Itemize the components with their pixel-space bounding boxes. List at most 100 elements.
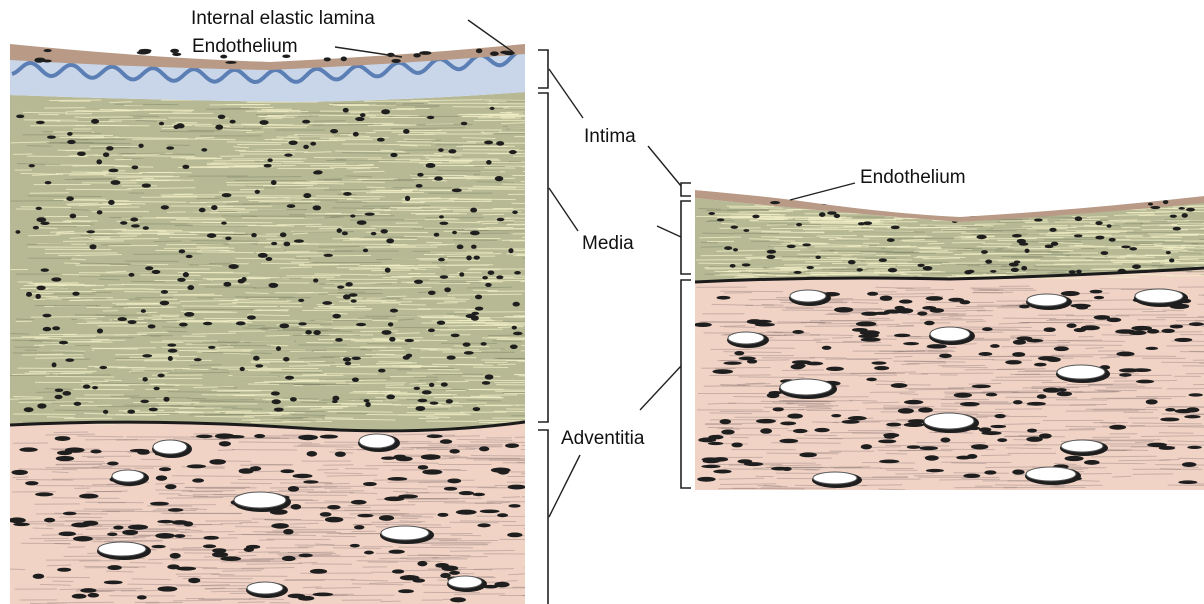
fiber-streak bbox=[1141, 208, 1195, 209]
cell-nucleus bbox=[802, 243, 811, 246]
cell-nucleus bbox=[283, 529, 293, 535]
cell-nucleus bbox=[485, 283, 492, 287]
cell-nucleus bbox=[154, 387, 160, 390]
cell-nucleus bbox=[29, 164, 35, 167]
cell-nucleus bbox=[388, 322, 393, 326]
cell-nucleus bbox=[354, 525, 364, 529]
cell-nucleus bbox=[972, 384, 991, 388]
cell-nucleus bbox=[239, 468, 254, 474]
cell-nucleus bbox=[512, 211, 518, 215]
fiber-streak bbox=[767, 225, 787, 226]
vessel-lumen bbox=[1135, 289, 1183, 303]
cell-nucleus bbox=[379, 515, 394, 521]
cell-nucleus bbox=[330, 129, 338, 133]
fiber-streak bbox=[426, 242, 442, 243]
fiber-streak bbox=[197, 198, 221, 199]
fiber-streak bbox=[489, 460, 543, 461]
cell-nucleus bbox=[484, 141, 493, 145]
cell-nucleus bbox=[1187, 446, 1202, 449]
cell-nucleus bbox=[490, 51, 499, 56]
cell-nucleus bbox=[971, 444, 988, 449]
cell-nucleus bbox=[1021, 266, 1027, 271]
cell-nucleus bbox=[831, 414, 841, 417]
cell-nucleus bbox=[208, 346, 215, 349]
cell-nucleus bbox=[131, 224, 140, 227]
cell-nucleus bbox=[1011, 268, 1019, 272]
cell-nucleus bbox=[964, 270, 972, 274]
fiber-streak bbox=[985, 467, 1035, 468]
cell-nucleus bbox=[985, 260, 992, 264]
fiber-streak bbox=[197, 247, 229, 248]
fiber-streak bbox=[10, 569, 25, 570]
cell-nucleus bbox=[130, 218, 138, 222]
fiber-streak bbox=[482, 214, 504, 215]
cell-nucleus bbox=[160, 301, 170, 306]
cell-nucleus bbox=[513, 332, 523, 336]
cell-nucleus bbox=[97, 210, 103, 214]
fiber-streak bbox=[487, 501, 529, 502]
cell-nucleus bbox=[241, 277, 246, 282]
cell-nucleus bbox=[495, 176, 503, 181]
fiber-streak bbox=[701, 247, 723, 248]
cell-nucleus bbox=[254, 434, 265, 438]
fiber-streak bbox=[322, 536, 356, 537]
cell-nucleus bbox=[170, 553, 181, 559]
fiber-streak bbox=[189, 414, 245, 415]
fiber-streak bbox=[1111, 260, 1168, 261]
cell-nucleus bbox=[1178, 480, 1197, 484]
fiber-streak bbox=[305, 413, 368, 414]
fiber-streak bbox=[832, 338, 852, 339]
cell-nucleus bbox=[456, 510, 477, 515]
fiber-streak bbox=[217, 391, 261, 392]
media-label: Media bbox=[582, 233, 634, 254]
left-media-bracket bbox=[538, 93, 548, 422]
cell-nucleus bbox=[1159, 446, 1176, 450]
cell-nucleus bbox=[986, 393, 998, 397]
cell-nucleus bbox=[1064, 456, 1083, 461]
fiber-streak bbox=[439, 436, 480, 437]
cell-nucleus bbox=[283, 357, 289, 362]
fiber-streak bbox=[186, 211, 237, 212]
cell-nucleus bbox=[353, 132, 359, 137]
cell-nucleus bbox=[96, 159, 102, 164]
cell-nucleus bbox=[1109, 425, 1126, 430]
cell-nucleus bbox=[187, 285, 194, 290]
fiber-streak bbox=[160, 131, 214, 132]
cell-nucleus bbox=[730, 264, 736, 268]
cell-nucleus bbox=[271, 242, 277, 245]
cell-nucleus bbox=[848, 260, 856, 264]
cell-nucleus bbox=[1146, 399, 1158, 404]
cell-nucleus bbox=[279, 323, 289, 328]
fiber-streak bbox=[1165, 241, 1204, 242]
cell-nucleus bbox=[701, 465, 720, 468]
fiber-streak bbox=[371, 270, 410, 271]
cell-nucleus bbox=[1129, 247, 1137, 250]
fiber-streak bbox=[470, 442, 526, 443]
cell-nucleus bbox=[225, 435, 244, 438]
cell-nucleus bbox=[982, 327, 993, 331]
cell-nucleus bbox=[997, 438, 1007, 442]
fiber-streak bbox=[42, 296, 58, 297]
fiber-streak bbox=[486, 108, 503, 109]
cell-nucleus bbox=[350, 214, 355, 217]
cell-nucleus bbox=[939, 354, 952, 358]
cell-nucleus bbox=[303, 480, 318, 483]
cell-nucleus bbox=[106, 146, 113, 151]
cell-nucleus bbox=[155, 533, 175, 539]
cell-nucleus bbox=[826, 199, 834, 202]
cell-nucleus bbox=[822, 346, 832, 350]
cell-nucleus bbox=[1027, 429, 1037, 433]
fiber-streak bbox=[909, 206, 939, 207]
fiber-streak bbox=[326, 595, 394, 596]
fiber-streak bbox=[460, 521, 516, 522]
cell-nucleus bbox=[324, 254, 333, 257]
fiber-streak bbox=[192, 400, 262, 401]
fiber-streak bbox=[392, 309, 430, 310]
fiber-streak bbox=[1166, 345, 1204, 346]
fiber-streak bbox=[381, 601, 401, 602]
media-leader-left bbox=[549, 188, 578, 231]
cell-nucleus bbox=[860, 330, 880, 335]
cell-nucleus bbox=[1186, 208, 1195, 212]
fiber-streak bbox=[43, 132, 92, 133]
cell-nucleus bbox=[203, 322, 212, 325]
